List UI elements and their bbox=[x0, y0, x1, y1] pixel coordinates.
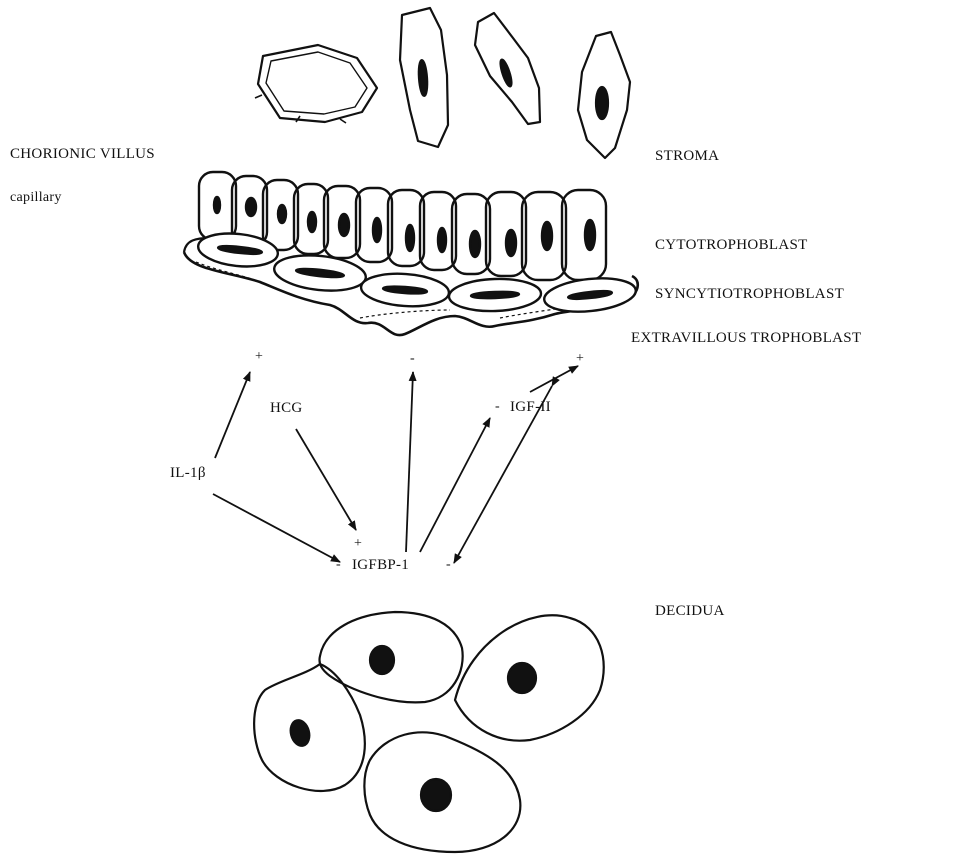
sign-minus-igfbp1-effect: - bbox=[410, 352, 415, 366]
arrow-igfbp1-to-igf2 bbox=[420, 418, 490, 552]
decidua-cell-1 bbox=[319, 612, 462, 702]
regulation-arrows bbox=[213, 366, 578, 563]
stroma-cell-2 bbox=[475, 13, 540, 124]
extravillous-trophoblast-label: EXTRAVILLOUS TROPHOBLAST bbox=[631, 331, 861, 346]
chorionic-villus-label: CHORIONIC VILLUS bbox=[10, 147, 155, 162]
arrow-hcg-to-igfbp1 bbox=[296, 429, 356, 530]
sign-minus-igfbp1-right: - bbox=[446, 558, 451, 572]
arrow-igf2-to-trophoblast bbox=[530, 366, 578, 392]
arrow-il1b-to-trophoblast bbox=[215, 372, 250, 458]
syncytiotrophoblast-label: SYNCYTIOTROPHOBLAST bbox=[655, 287, 844, 302]
igf2-label: IGF-II bbox=[510, 400, 551, 415]
arrow-il1b-to-igfbp1 bbox=[213, 494, 340, 562]
sign-minus-igfbp1-left: - bbox=[336, 558, 341, 572]
decidua-cell-2 bbox=[455, 615, 604, 740]
sign-plus-igf2-effect: + bbox=[576, 352, 584, 366]
stroma-cells bbox=[255, 8, 630, 158]
stroma-cell-1 bbox=[400, 8, 448, 147]
decidua-label: DECIDUA bbox=[655, 604, 725, 619]
syncytiotrophoblast-cells bbox=[197, 230, 638, 316]
villus-epithelium bbox=[184, 172, 638, 335]
sign-plus-il1b-effect: + bbox=[255, 350, 263, 364]
stroma-label: STROMA bbox=[655, 149, 719, 164]
decidua-cells bbox=[254, 612, 604, 852]
cytotrophoblast-label: CYTOTROPHOBLAST bbox=[655, 238, 808, 253]
capillary-cell bbox=[255, 45, 377, 123]
il1b-label: IL-1β bbox=[170, 466, 206, 481]
decidua-cell-3 bbox=[254, 664, 365, 791]
sign-minus-igf2: - bbox=[495, 400, 500, 414]
decidua-cell-4 bbox=[364, 732, 520, 852]
stroma-cell-3 bbox=[578, 32, 630, 158]
hcg-label: HCG bbox=[270, 401, 303, 416]
capillary-label: capillary bbox=[10, 191, 62, 205]
igfbp1-label: IGFBP-1 bbox=[352, 558, 409, 573]
arrow-igfbp1-to-trophoblast bbox=[406, 372, 413, 552]
sign-plus-hcg: + bbox=[354, 537, 362, 551]
